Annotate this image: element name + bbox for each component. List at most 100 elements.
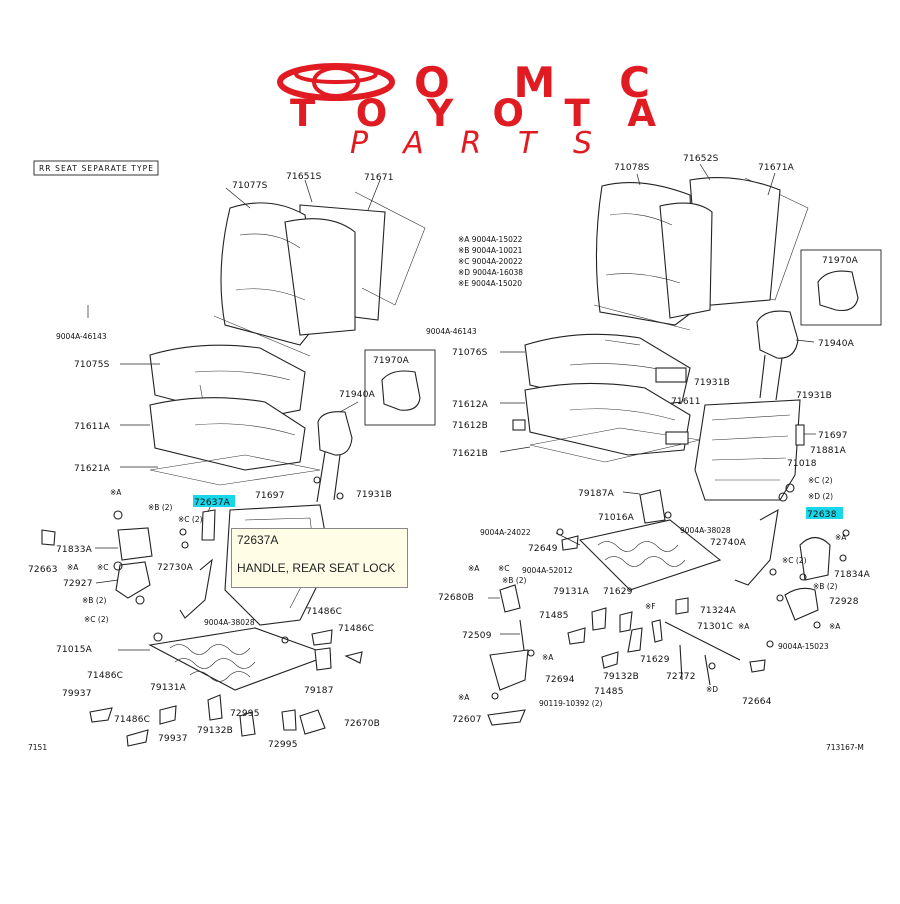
part-label: 9004A-46143 bbox=[426, 327, 477, 336]
part-labels: 71077S 71651S 71671 9004A-46143 71075S 7… bbox=[28, 154, 871, 752]
part-label: 72740A bbox=[710, 538, 747, 548]
highlight-72637A[interactable] bbox=[193, 495, 235, 507]
part-label: ※D (2) bbox=[808, 492, 833, 501]
part-label: 71931B bbox=[796, 391, 832, 401]
right-seat-illustration bbox=[487, 163, 882, 726]
part-label: 71486C bbox=[114, 715, 150, 725]
tooltip-part-code: 72637A bbox=[237, 533, 279, 547]
right-seatback-pad bbox=[659, 202, 713, 319]
part-label: 71621A bbox=[74, 464, 111, 474]
part-label: 72663 bbox=[28, 565, 58, 575]
part-label: ※A bbox=[542, 653, 554, 662]
part-label: 79131A bbox=[150, 683, 187, 693]
part-label: 72670B bbox=[344, 719, 380, 729]
part-label: 71833A bbox=[56, 545, 93, 555]
part-label: 71612A bbox=[452, 400, 489, 410]
left-headrest bbox=[317, 411, 353, 456]
part-label: 71018 bbox=[787, 459, 817, 469]
part-label: 71301C bbox=[697, 622, 733, 632]
part-label: 79131A bbox=[553, 587, 590, 597]
part-label: ※C (2) bbox=[178, 515, 203, 524]
part-label: ※D bbox=[706, 685, 718, 694]
part-label: 9004A-38028 bbox=[204, 618, 255, 627]
legend-line-e: ※E 9004A-15020 bbox=[458, 279, 522, 288]
part-label: ※B (2) bbox=[502, 576, 527, 585]
part-label: ※A bbox=[835, 533, 847, 542]
tooltip-part-name: HANDLE, REAR SEAT LOCK bbox=[237, 561, 396, 575]
part-label: 71697 bbox=[255, 491, 285, 501]
part-label: ※C bbox=[97, 563, 109, 572]
part-label: 90119-10392 (2) bbox=[539, 699, 603, 708]
part-label-highlighted[interactable]: 72637A bbox=[194, 498, 231, 508]
part-label: 72928 bbox=[829, 597, 859, 607]
right-headrest bbox=[756, 310, 799, 359]
legend-line-d: ※D 9004A-16038 bbox=[458, 268, 523, 277]
highlight-72638[interactable] bbox=[806, 507, 843, 519]
part-label: 71486C bbox=[306, 607, 342, 617]
fastener-legend: ※A 9004A-15022 ※B 9004A-10021 ※C 9004A-2… bbox=[458, 235, 523, 288]
part-label: 72509 bbox=[462, 631, 492, 641]
part-label: 72995 bbox=[268, 740, 298, 750]
left-cushion-pad bbox=[149, 397, 306, 471]
part-label: 71075S bbox=[74, 360, 110, 370]
header-box-text: RR SEAT SEPARATE TYPE bbox=[39, 164, 153, 173]
part-label: 71485 bbox=[594, 687, 624, 697]
part-label: ※A bbox=[738, 622, 750, 631]
part-label: 71016A bbox=[598, 513, 635, 523]
part-label: 9004A-38028 bbox=[680, 526, 731, 535]
part-label: 71671 bbox=[364, 173, 394, 183]
legend-line-a: ※A 9004A-15022 bbox=[458, 235, 523, 244]
part-label: 71652S bbox=[683, 154, 719, 164]
part-label: 71015A bbox=[56, 645, 93, 655]
part-label: 71486C bbox=[87, 671, 123, 681]
right-seat-base bbox=[578, 519, 722, 591]
part-label: ※A bbox=[458, 693, 470, 702]
part-label: 71076S bbox=[452, 348, 488, 358]
part-label: 72694 bbox=[545, 675, 575, 685]
part-label: 71970A bbox=[373, 356, 410, 366]
part-label: 72607 bbox=[452, 715, 482, 725]
part-label: 71931B bbox=[356, 490, 392, 500]
part-label: 72664 bbox=[742, 697, 772, 707]
part-label: 71324A bbox=[700, 606, 737, 616]
part-tooltip: 72637A HANDLE, REAR SEAT LOCK bbox=[231, 528, 408, 588]
page-id-left: 7151 bbox=[28, 743, 47, 752]
left-seat-base bbox=[148, 627, 332, 691]
part-label: ※A bbox=[468, 564, 480, 573]
part-label: ※A bbox=[110, 488, 122, 497]
part-label: 71611 bbox=[671, 397, 701, 407]
part-label: 71834A bbox=[834, 570, 871, 580]
right-seatback-frame bbox=[694, 399, 801, 501]
part-label: 9004A-24022 bbox=[480, 528, 531, 537]
part-label: 79132B bbox=[603, 672, 639, 682]
part-label: ※A bbox=[829, 622, 841, 631]
part-label: 72772 bbox=[666, 672, 696, 682]
part-label: 71629 bbox=[603, 587, 633, 597]
part-label: 71697 bbox=[818, 431, 848, 441]
part-label: ※B (2) bbox=[82, 596, 107, 605]
part-label: 79937 bbox=[158, 734, 188, 744]
part-label: 71931B bbox=[694, 378, 730, 388]
left-seatback-pad bbox=[284, 218, 356, 336]
legend-line-b: ※B 9004A-10021 bbox=[458, 246, 523, 255]
part-label: ※B (2) bbox=[148, 503, 173, 512]
part-label: ※A bbox=[67, 563, 79, 572]
part-label: 71671A bbox=[758, 163, 795, 173]
brand-logo: OMC TOYOTA PARTS bbox=[277, 58, 656, 161]
part-label: 72680B bbox=[438, 593, 474, 603]
part-label: 72649 bbox=[528, 544, 558, 554]
part-label: 9004A-15023 bbox=[778, 642, 829, 651]
part-label: 9004A-46143 bbox=[56, 332, 107, 341]
part-label: 79187 bbox=[304, 686, 334, 696]
part-label: 79187A bbox=[578, 489, 615, 499]
part-label: 71651S bbox=[286, 172, 322, 182]
part-label: 72927 bbox=[63, 579, 93, 589]
part-label-highlighted[interactable]: 72638 bbox=[807, 510, 837, 520]
part-label: 71486C bbox=[338, 624, 374, 634]
part-label: 71078S bbox=[614, 163, 650, 173]
part-label: 71940A bbox=[818, 339, 855, 349]
part-label: 71629 bbox=[640, 655, 670, 665]
part-label: 79937 bbox=[62, 689, 92, 699]
